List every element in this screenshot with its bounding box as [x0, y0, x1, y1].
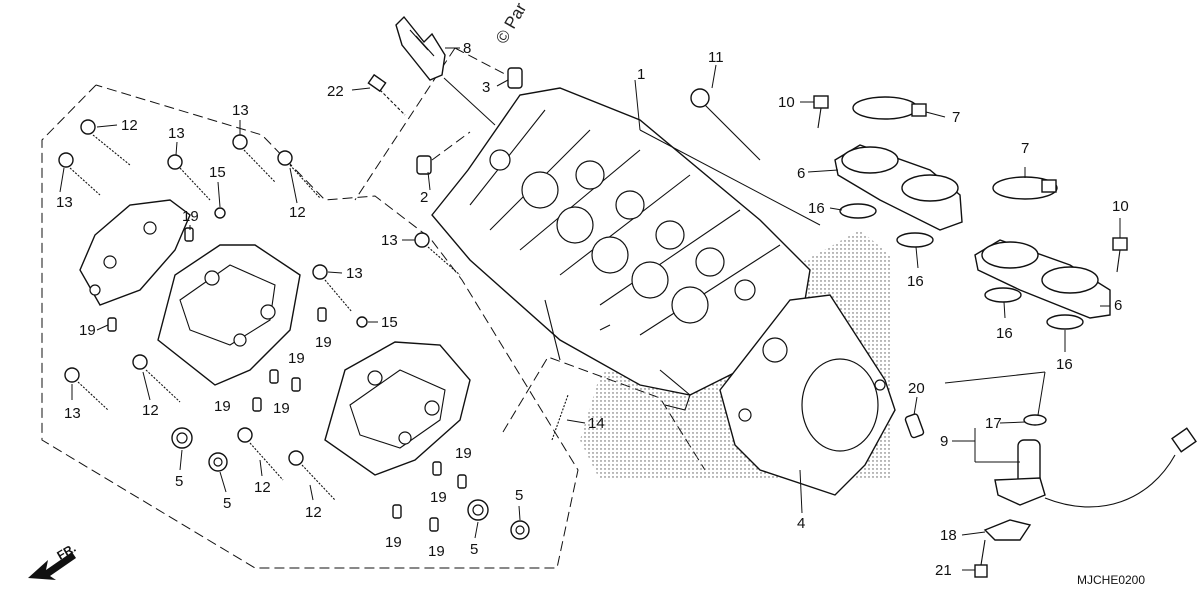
callout-10b: 10	[1112, 198, 1129, 215]
callout-17: 17	[985, 415, 1002, 432]
diagram-code: MJCHE0200	[1077, 573, 1145, 587]
stud-14[interactable]	[551, 394, 569, 441]
callout-13b: 13	[168, 125, 185, 142]
bolt-13-mid-a[interactable]	[167, 154, 211, 201]
callout-15a: 15	[209, 164, 226, 181]
callout-12c: 12	[142, 402, 159, 419]
callout-5c: 5	[470, 541, 478, 558]
front-direction-arrow	[28, 552, 76, 580]
callout-12a: 12	[121, 117, 138, 134]
callout-8: 8	[463, 40, 471, 57]
front-label: FR.	[55, 541, 79, 563]
callout-19e: 19	[214, 398, 231, 415]
callout-7b: 7	[1021, 140, 1029, 157]
callout-19f: 19	[273, 400, 290, 417]
callout-labels: 1 2 3 4 5 5 5 5 6 6 7 7 8 9 10 10 11 12 …	[56, 40, 1129, 579]
callout-19d: 19	[288, 350, 305, 367]
callout-5b: 5	[223, 495, 231, 512]
callout-21: 21	[935, 562, 952, 579]
bolt-12-lower-left[interactable]	[132, 354, 181, 403]
callout-19h: 19	[430, 489, 447, 506]
dowel-pin-3[interactable]	[507, 67, 523, 89]
callout-13e: 13	[381, 232, 398, 249]
cam-holder-small[interactable]	[79, 199, 191, 306]
spark-plug[interactable]	[395, 15, 496, 126]
leader-lines-bolts	[59, 120, 521, 539]
callout-12b: 12	[289, 204, 306, 221]
callout-11: 11	[708, 49, 724, 66]
head-gasket[interactable]	[719, 294, 896, 496]
callout-3: 3	[482, 79, 490, 96]
callout-13c: 13	[232, 102, 249, 119]
callout-12e: 12	[305, 504, 322, 521]
o-rings-5[interactable]	[171, 427, 530, 540]
callout-10a: 10	[778, 94, 795, 111]
insulator-upper[interactable]	[834, 144, 963, 231]
callout-1: 1	[637, 66, 645, 83]
bolt-12-left-top[interactable]	[80, 119, 131, 166]
washer-15-lower[interactable]	[356, 316, 368, 328]
callout-19i: 19	[385, 534, 402, 551]
callout-5a: 5	[175, 473, 183, 490]
callout-6b: 6	[1114, 297, 1122, 314]
callout-19a: 19	[182, 208, 199, 225]
callout-19g: 19	[455, 445, 472, 462]
callout-20: 20	[908, 380, 925, 397]
leader-lines	[351, 47, 1121, 571]
callout-16b: 16	[907, 273, 924, 290]
sensor-assembly[interactable]	[974, 414, 1197, 578]
pins-19[interactable]	[107, 227, 467, 532]
copyright-text: © Par	[492, 0, 530, 47]
dowel-pin-2[interactable]	[416, 155, 432, 175]
callout-6a: 6	[797, 165, 805, 182]
cam-bores	[489, 149, 756, 324]
callout-19b: 19	[79, 322, 96, 339]
callout-16a: 16	[808, 200, 825, 217]
callout-7a: 7	[952, 109, 960, 126]
callout-19c: 19	[315, 334, 332, 351]
callout-15b: 15	[381, 314, 398, 331]
callout-2: 2	[420, 189, 428, 206]
dowel-pin-20[interactable]	[904, 413, 925, 439]
callout-16c: 16	[996, 325, 1013, 342]
callout-4: 4	[797, 515, 805, 532]
callout-22: 22	[327, 83, 344, 100]
bolt-13-lower-left[interactable]	[64, 367, 109, 411]
band-upper[interactable]	[852, 96, 927, 120]
callout-19j: 19	[428, 543, 445, 560]
bolt-12-bottom-b[interactable]	[288, 450, 336, 501]
bolt-13-left-top[interactable]	[58, 152, 101, 196]
callout-9: 9	[940, 433, 948, 450]
bolt-22[interactable]	[367, 73, 406, 116]
bolt-13-center[interactable]	[312, 264, 353, 313]
callout-13f: 13	[64, 405, 81, 422]
washer-15-upper[interactable]	[214, 207, 226, 219]
callout-18: 18	[940, 527, 957, 544]
cam-holder-right[interactable]	[324, 341, 471, 476]
callout-16d: 16	[1056, 356, 1073, 373]
bolt-12-mid[interactable]	[277, 150, 321, 199]
callout-13a: 13	[56, 194, 73, 211]
o-rings-16[interactable]	[839, 203, 1084, 330]
callout-12d: 12	[254, 479, 271, 496]
bolt-12-bottom-a[interactable]	[237, 427, 284, 481]
cam-holder-left[interactable]	[157, 244, 301, 386]
insulator-lower[interactable]	[974, 239, 1111, 319]
callout-5d: 5	[515, 487, 523, 504]
callout-14: 14	[588, 415, 605, 432]
callout-13d: 13	[346, 265, 363, 282]
band-lower[interactable]	[992, 176, 1058, 200]
bolt-11[interactable]	[690, 88, 761, 161]
